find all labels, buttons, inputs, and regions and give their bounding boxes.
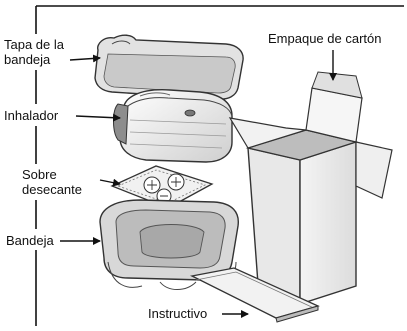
carton-box bbox=[228, 71, 393, 306]
label-inhalador: Inhalador bbox=[4, 108, 59, 123]
desiccant-sachet bbox=[110, 165, 214, 209]
inhaler bbox=[113, 89, 233, 163]
label-tapa-de-la-bandeja: Tapa de la bandeja bbox=[4, 37, 86, 67]
arrow-tapa bbox=[69, 54, 101, 63]
tray-lid bbox=[94, 34, 244, 100]
leader-arrows bbox=[60, 50, 337, 318]
instruction-leaflet bbox=[189, 267, 320, 323]
tray bbox=[99, 199, 239, 290]
label-bandeja: Bandeja bbox=[6, 233, 54, 248]
arrow-inhalador bbox=[75, 113, 121, 122]
label-empaque-de-carton: Empaque de cartón bbox=[268, 31, 382, 46]
label-sobre-text: Sobre desecante bbox=[22, 167, 82, 197]
frame-bracket bbox=[35, 5, 404, 326]
label-sobre-desecante: Sobre desecante bbox=[22, 167, 96, 197]
label-tapa-text: Tapa de la bandeja bbox=[4, 37, 64, 67]
label-instructivo: Instructivo bbox=[148, 306, 208, 321]
arrow-sobre bbox=[99, 178, 121, 187]
